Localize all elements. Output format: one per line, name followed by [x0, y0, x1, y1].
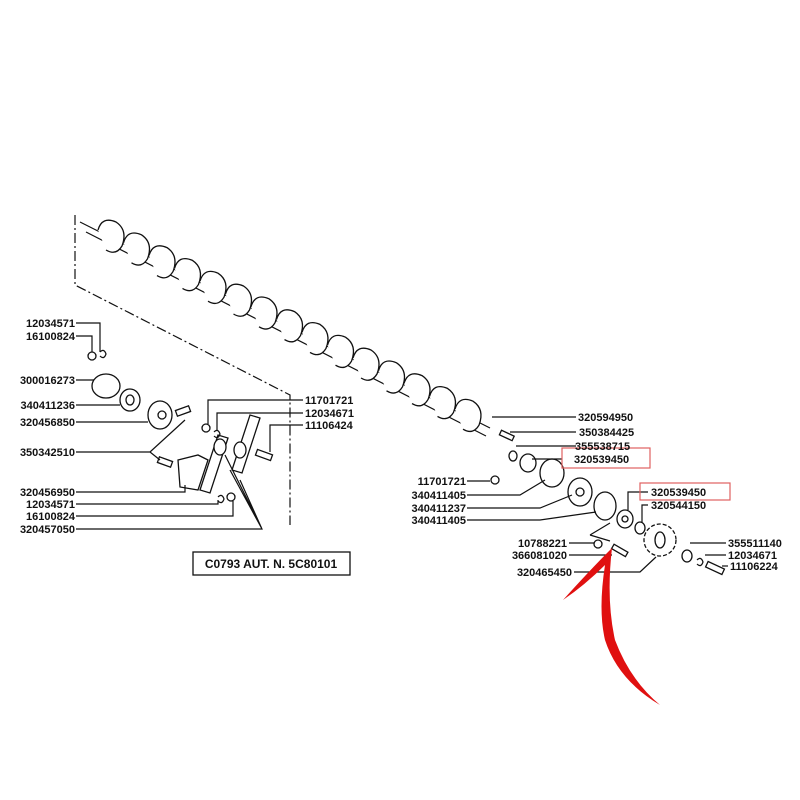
- right-left-part-labels: 11701721 340411405 340411237 340411405 1…: [412, 476, 572, 579]
- auger-flight: [428, 386, 457, 420]
- part-label: 12034571: [26, 499, 75, 511]
- auger-flight: [326, 334, 355, 369]
- part-label: 320465450: [517, 567, 572, 579]
- part-label: 320456850: [20, 417, 75, 429]
- auger-flight: [199, 270, 227, 305]
- caption-text: C0793 AUT. N. 5C80101: [205, 557, 338, 571]
- right-bearing-assembly: [490, 429, 726, 576]
- part-label: 11106424: [305, 420, 354, 432]
- auger-flight: [173, 258, 202, 292]
- caption-box: [192, 551, 351, 576]
- auger-flight: [301, 322, 329, 356]
- highlight-box-upper: [561, 447, 651, 469]
- part-label: 340411405: [412, 515, 466, 527]
- left-leader-lines: [76, 322, 303, 530]
- part-label: 12034671: [728, 550, 777, 562]
- left-part-labels: 12034571 16100824 300016273 340411236 32…: [20, 318, 76, 536]
- part-label: 320456950: [20, 487, 75, 499]
- part-label: 10788221: [518, 538, 567, 550]
- part-label: 355538715: [575, 441, 630, 453]
- auger-flight: [122, 232, 151, 266]
- part-label-highlighted: 320539450: [574, 454, 629, 466]
- auger-flight: [250, 296, 278, 330]
- part-label: 16100824: [26, 331, 76, 343]
- highlight-box-lower: [639, 482, 731, 501]
- part-label: 12034571: [26, 318, 75, 330]
- part-label: 300016273: [20, 375, 75, 387]
- part-label: 350342510: [20, 447, 75, 459]
- part-label: 11701721: [305, 395, 353, 407]
- right-part-labels: 320594950 350384425 355538715 320539450 …: [574, 412, 782, 573]
- part-label: 12034671: [305, 408, 354, 420]
- part-label: 340411237: [412, 503, 466, 515]
- part-label: 11701721: [418, 476, 466, 488]
- part-label: 320594950: [578, 412, 633, 424]
- part-label: 366081020: [512, 550, 567, 562]
- part-label: 350384425: [579, 427, 634, 439]
- part-label: 340411236: [21, 400, 75, 412]
- auger-flight: [148, 245, 176, 279]
- part-label-highlighted: 320539450: [651, 487, 706, 499]
- part-label: 11106224: [730, 561, 779, 573]
- left-bearing-assembly: [87, 349, 274, 504]
- auger-screw: [79, 219, 491, 437]
- auger-flight: [377, 360, 406, 394]
- part-label: 16100824: [26, 511, 76, 523]
- auger-flight: [275, 309, 304, 343]
- red-arrow-annotation: [563, 548, 660, 705]
- auger-flight: [97, 219, 125, 253]
- part-label: 320544150: [651, 500, 706, 512]
- part-label: 340411405: [412, 490, 466, 502]
- auger-flight: [454, 398, 482, 433]
- left-right-part-labels: 11701721 12034671 11106424: [305, 395, 354, 432]
- auger-flight: [403, 373, 431, 407]
- part-label: 355511140: [728, 538, 782, 550]
- auger-flight: [352, 347, 380, 381]
- part-label: 320457050: [20, 524, 75, 536]
- auger-flight: [224, 283, 253, 317]
